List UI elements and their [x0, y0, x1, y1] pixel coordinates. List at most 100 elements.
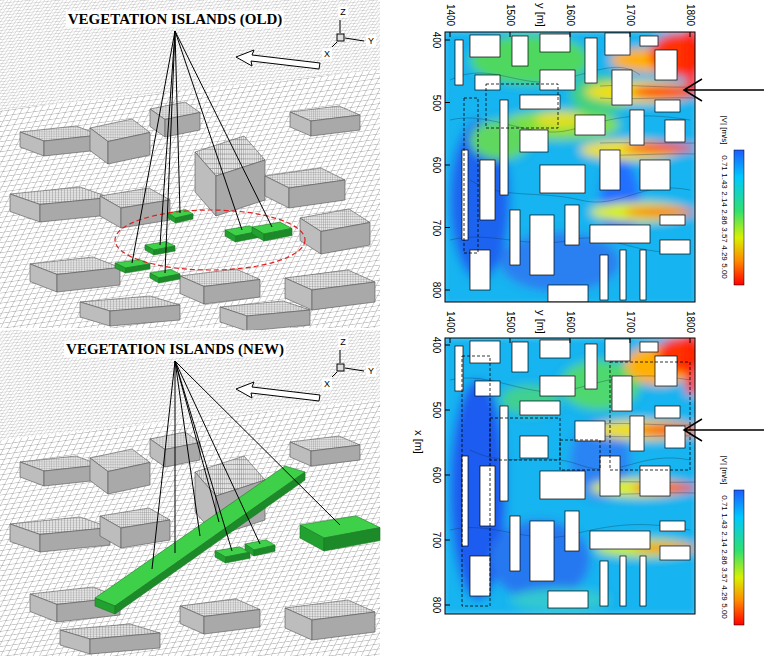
wind-arrow — [236, 50, 320, 69]
tick-mark — [450, 32, 451, 37]
panel-title: VEGETATION ISLANDS (OLD) — [66, 11, 284, 28]
tick-label: 400 — [431, 337, 441, 354]
building-footprint — [455, 33, 690, 302]
axis-triad — [332, 350, 364, 377]
axis-letter: X — [322, 379, 332, 390]
building — [10, 517, 110, 552]
axis-triad — [345, 368, 364, 371]
tick-label: 700 — [431, 532, 441, 549]
building — [300, 209, 370, 254]
building — [180, 599, 260, 634]
axis-triad — [337, 364, 344, 371]
mesh-view-new — [0, 330, 380, 656]
leader-line — [175, 361, 340, 525]
colorbar-title: |V| [m/s] — [720, 115, 728, 144]
vegetation-outline — [464, 84, 558, 253]
tick-label: 1700 — [625, 311, 635, 333]
building — [195, 136, 265, 216]
tick-mark — [445, 345, 450, 346]
tick-mark — [445, 475, 450, 476]
axis-triad — [332, 20, 364, 47]
tick-mark — [450, 338, 451, 343]
building — [220, 301, 310, 331]
colorbar-value: 1.43 — [720, 513, 728, 529]
tick-mark — [445, 40, 450, 41]
colorbar-value: 2.14 — [720, 191, 728, 207]
leader-line — [132, 31, 272, 273]
colorbar-value: 1.43 — [720, 173, 728, 189]
axis-triad — [337, 34, 344, 41]
vegetation-island — [300, 516, 380, 551]
tick-label: 600 — [431, 157, 441, 174]
contour-field — [445, 338, 695, 614]
tick-mark — [570, 338, 571, 343]
highlight-ellipse — [115, 210, 305, 270]
axis-letter: X — [322, 49, 332, 60]
tick-mark — [445, 605, 450, 606]
vegetation-island — [245, 540, 275, 556]
axis-title: y [m] — [535, 3, 546, 27]
building-footprint — [455, 339, 690, 608]
leader-line — [175, 361, 176, 553]
axis-triad — [332, 42, 337, 47]
tick-label: 1500 — [505, 311, 515, 333]
contour-field — [686, 338, 695, 394]
building — [10, 187, 110, 222]
tick-label: 500 — [431, 94, 441, 111]
colorbar-value: 4.29 — [720, 585, 728, 601]
contour-plot-new — [445, 338, 695, 614]
building — [80, 296, 180, 326]
vegetation-outline — [462, 356, 690, 606]
axis-triad — [332, 372, 337, 377]
tick-label: 800 — [431, 597, 441, 614]
panel-title: VEGETATION ISLANDS (NEW) — [64, 341, 286, 358]
vegetation-outline — [486, 84, 558, 128]
contour-field — [445, 32, 695, 302]
building — [90, 119, 150, 164]
tick-label: 1700 — [625, 4, 635, 26]
tick-label: 500 — [431, 402, 441, 419]
building — [290, 436, 360, 466]
axis-letter: Z — [338, 7, 348, 18]
axis-title: x [m] — [413, 430, 424, 454]
axis-triad — [340, 350, 341, 363]
leader-line — [175, 31, 180, 213]
vegetation-island — [95, 466, 380, 614]
contour-plot-old — [440, 28, 764, 308]
building — [20, 456, 100, 486]
colorbar — [734, 150, 744, 285]
contour-field — [686, 32, 695, 92]
vegetation-island — [115, 472, 305, 614]
colorbar-value: 2.86 — [720, 549, 728, 565]
vegetation-outline — [464, 98, 478, 253]
tick-mark — [690, 338, 691, 343]
tick-label: 800 — [431, 282, 441, 299]
building — [20, 126, 100, 156]
building — [265, 168, 345, 208]
colorbar-value: 3.57 — [720, 567, 728, 583]
colorbar-value: 0.71 — [720, 495, 728, 511]
tick-mark — [445, 102, 450, 103]
contour-field — [445, 32, 695, 302]
tick-label: 1800 — [685, 4, 695, 26]
leader-line — [152, 361, 340, 569]
colorbar-value: 5.00 — [720, 603, 728, 619]
building — [10, 102, 375, 331]
colorbar-value: 4.29 — [720, 245, 728, 261]
contour-plot-new — [440, 334, 764, 625]
building — [285, 600, 375, 640]
tick-mark — [445, 410, 450, 411]
wind-arrow — [236, 382, 320, 401]
building — [290, 106, 360, 136]
building — [180, 269, 260, 304]
colorbar-title: |V| [m/s] — [720, 455, 728, 484]
contour-field — [630, 86, 695, 98]
mesh-view-old — [0, 70, 380, 328]
tick-mark — [445, 165, 450, 166]
axis-triad — [340, 20, 341, 33]
building — [100, 508, 170, 548]
tick-mark — [690, 32, 691, 37]
mesh-view-new — [0, 400, 380, 656]
